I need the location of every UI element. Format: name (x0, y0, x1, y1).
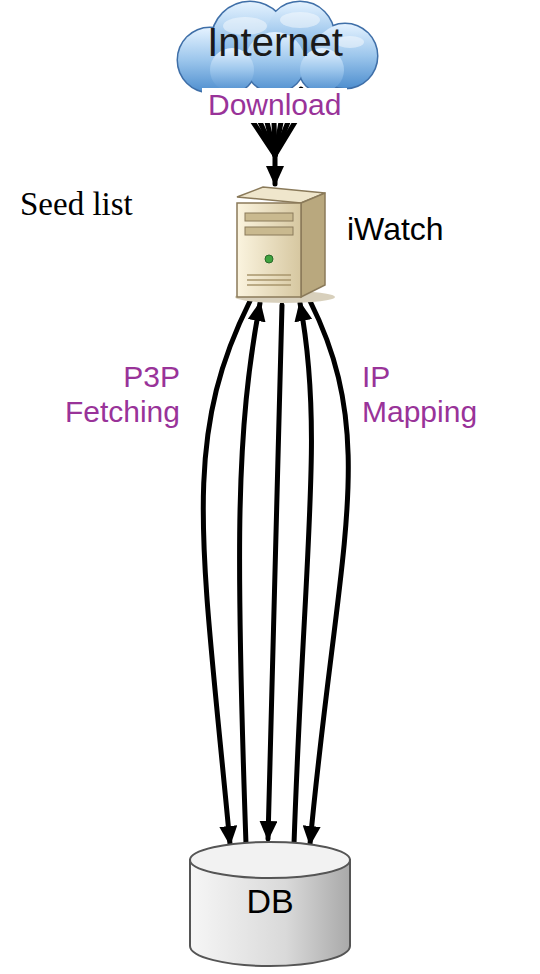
edge-label: Download (202, 88, 347, 123)
free-label: Seed list (20, 186, 133, 223)
connector-line (273, 155, 278, 184)
internet-cloud: Internet (150, 0, 400, 95)
connector-line (294, 303, 311, 844)
edge-label: P3P Fetching (30, 360, 180, 429)
connector (203, 301, 260, 844)
database-cylinder: DB (185, 838, 355, 970)
connector (294, 301, 348, 844)
connector (268, 305, 282, 839)
connector-line (268, 305, 282, 839)
server-icon: iWatch (225, 185, 335, 305)
edge-label: IP Mapping (362, 360, 502, 429)
server-icon-art (225, 185, 335, 305)
connector-line (310, 301, 348, 844)
connector-line (239, 303, 260, 844)
node-text: Internet (150, 20, 400, 65)
node-text: DB (185, 882, 355, 921)
node-text: iWatch (347, 211, 444, 248)
